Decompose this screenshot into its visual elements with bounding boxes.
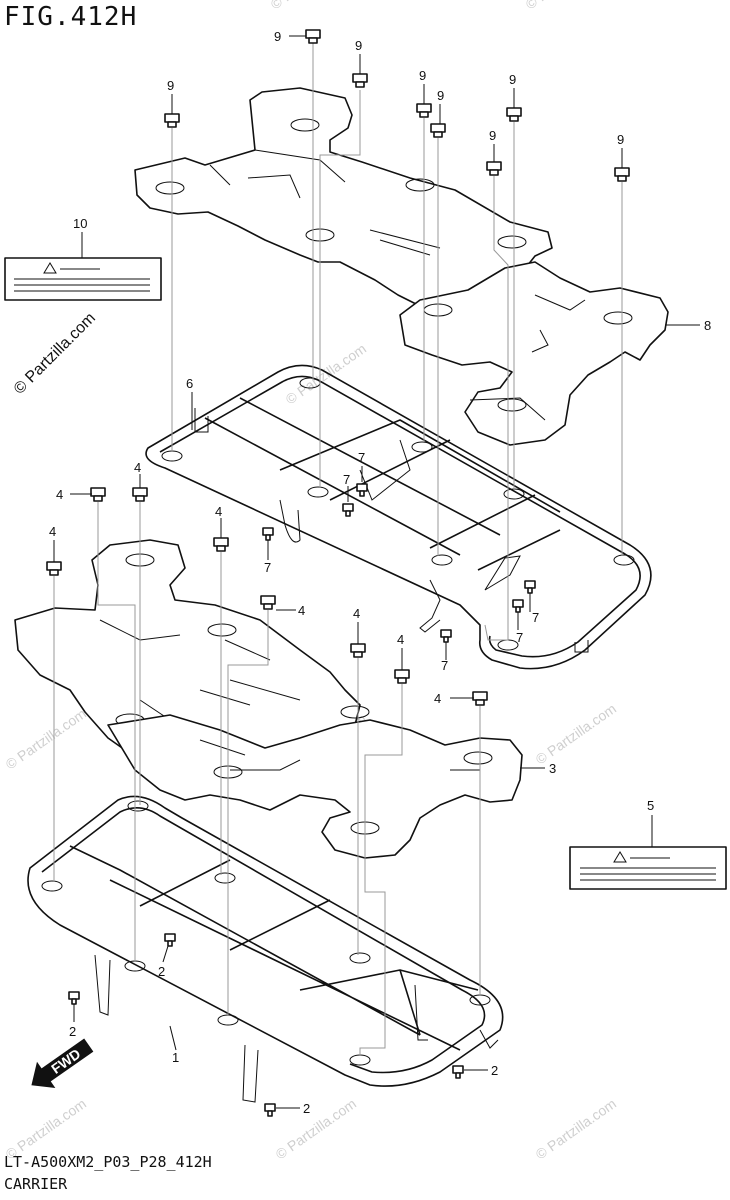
- bolt-icon: [524, 580, 536, 594]
- bolt-icon: [264, 1103, 276, 1117]
- callout-1: 1: [172, 1050, 179, 1065]
- bolt-icon: [506, 107, 522, 122]
- lower-front-cover[interactable]: [14, 539, 361, 791]
- bolt-icon: [394, 669, 410, 684]
- bolt-icon: [305, 29, 321, 44]
- warning-label-5[interactable]: [569, 846, 727, 890]
- watermark: © Partzilla.com: [273, 1095, 359, 1162]
- bolt-icon: [342, 503, 354, 517]
- bolt-icon: [440, 629, 452, 643]
- callout-4: 4: [353, 606, 360, 621]
- callout-4: 4: [215, 504, 222, 519]
- bolt-icon: [132, 487, 148, 502]
- cover-boss: [497, 235, 527, 249]
- bolt-icon: [512, 599, 524, 613]
- bolt-icon: [213, 537, 229, 552]
- bolt-icon: [350, 643, 366, 658]
- watermark-main: © Partzilla.com: [11, 310, 99, 398]
- bolt-icon: [260, 595, 276, 610]
- callout-10: 10: [73, 216, 87, 231]
- callout-9: 9: [355, 38, 362, 53]
- callout-9: 9: [509, 72, 516, 87]
- bolt-icon: [430, 123, 446, 138]
- warning-label-10[interactable]: [4, 257, 162, 301]
- callout-7: 7: [264, 560, 271, 575]
- callout-5: 5: [647, 798, 654, 813]
- bolt-icon: [416, 103, 432, 118]
- callout-3: 3: [549, 761, 556, 776]
- callout-9: 9: [167, 78, 174, 93]
- bolt-icon: [352, 73, 368, 88]
- lower-reference-lines: [53, 502, 481, 1056]
- upper-reference-lines: [171, 42, 623, 641]
- upper-front-cover[interactable]: [134, 87, 553, 316]
- callout-9: 9: [489, 128, 496, 143]
- callout-2: 2: [69, 1024, 76, 1039]
- cover-boss: [340, 705, 370, 719]
- callout-4: 4: [56, 487, 63, 502]
- watermark: © Partzilla.com: [533, 1095, 619, 1162]
- callout-4: 4: [434, 691, 441, 706]
- callout-9: 9: [419, 68, 426, 83]
- lower-rear-cover[interactable]: [107, 714, 523, 859]
- cover-boss: [290, 118, 320, 132]
- callout-7: 7: [532, 610, 539, 625]
- bolt-icon: [90, 487, 106, 502]
- callout-2: 2: [491, 1063, 498, 1078]
- upper-rear-cover-detail: [469, 294, 586, 421]
- upper-bolts: [164, 29, 630, 182]
- warning-label-icon: [43, 262, 57, 274]
- cover-boss: [497, 398, 527, 412]
- cover-boss: [155, 181, 185, 195]
- bolt-icon: [472, 691, 488, 706]
- watermark: © Partzilla.com: [523, 0, 609, 12]
- lower-carrier-frame[interactable]: [27, 795, 504, 1103]
- bolt-icon: [486, 161, 502, 176]
- small-bolts-upper: [262, 483, 536, 643]
- callout-4: 4: [397, 632, 404, 647]
- callout-7: 7: [343, 472, 350, 487]
- callout-9: 9: [437, 88, 444, 103]
- callout-8: 8: [704, 318, 711, 333]
- bolt-icon: [46, 561, 62, 576]
- callout-4: 4: [134, 460, 141, 475]
- cover-boss: [207, 623, 237, 637]
- figure-code: LT-A500XM2_P03_P28_412H: [4, 1153, 212, 1171]
- cover-boss: [405, 178, 435, 192]
- cover-boss: [463, 751, 493, 765]
- bolt-icon: [68, 991, 80, 1005]
- figure-title: FIG.412H: [4, 2, 138, 32]
- fwd-arrow-icon: FWD: [31, 1038, 94, 1088]
- bolt-icon: [356, 483, 368, 497]
- lower-rear-cover-detail: [199, 739, 480, 771]
- small-bolts-lower: [68, 933, 464, 1117]
- callout-6: 6: [186, 376, 193, 391]
- callout-7: 7: [516, 630, 523, 645]
- figure-name: CARRIER: [4, 1175, 68, 1193]
- watermark: © Partzilla.com: [283, 340, 369, 407]
- lower-bolts: [46, 487, 488, 706]
- callout-7: 7: [358, 450, 365, 465]
- callout-4: 4: [298, 603, 305, 618]
- leader-lines: [53, 35, 700, 1109]
- bolt-icon: [262, 527, 274, 541]
- watermark: © Partzilla.com: [533, 700, 619, 767]
- bolt-icon: [164, 113, 180, 128]
- watermark: © Partzilla.com: [268, 0, 354, 12]
- callout-9: 9: [617, 132, 624, 147]
- callout-7: 7: [441, 658, 448, 673]
- callout-9: 9: [274, 29, 281, 44]
- callout-4: 4: [49, 524, 56, 539]
- cover-boss: [603, 311, 633, 325]
- callout-2: 2: [158, 964, 165, 979]
- bolt-icon: [452, 1065, 464, 1079]
- bolt-icon: [614, 167, 630, 182]
- callout-2: 2: [303, 1101, 310, 1116]
- watermark: © Partzilla.com: [3, 705, 89, 772]
- callouts: 9 9 9 9 9 9 9 9 10 6 8 4 4 4 4 4 4 4 4 3…: [49, 29, 711, 1116]
- warning-label-icon: [613, 851, 627, 863]
- bolt-icon: [164, 933, 176, 947]
